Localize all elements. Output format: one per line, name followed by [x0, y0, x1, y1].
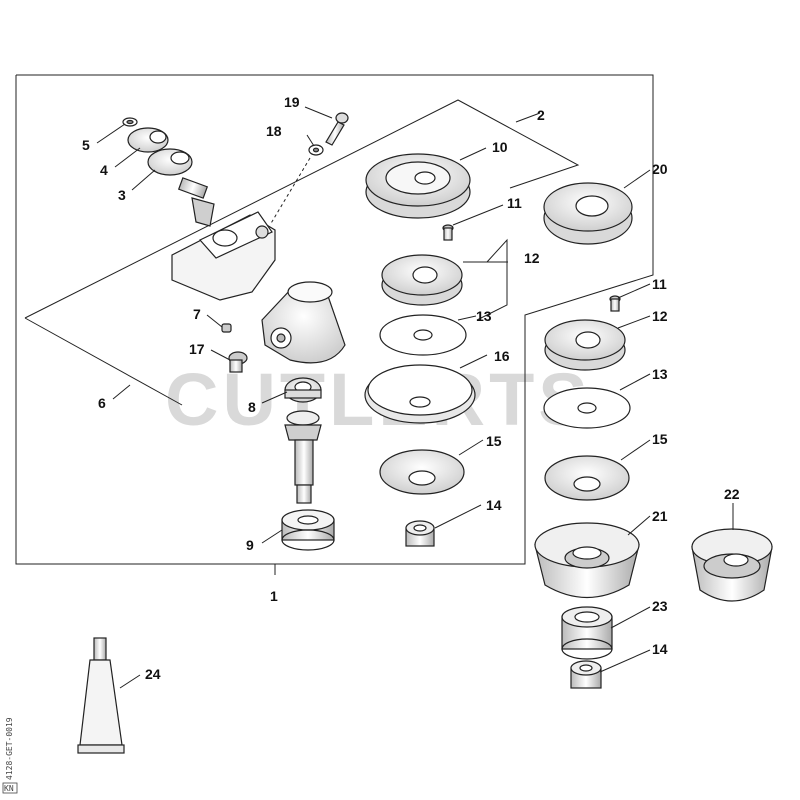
callout-20: 20: [652, 161, 668, 177]
corner-mark: KN: [4, 784, 14, 793]
callout-10: 10: [492, 139, 508, 155]
callout-23: 23: [652, 598, 668, 614]
bevel-gear-shaft: [284, 410, 322, 504]
callout-7: 7: [193, 306, 201, 322]
part-15-cap-upper: [379, 449, 465, 495]
callout-15-right: 15: [652, 431, 668, 447]
part-13-disc-upper: [379, 314, 467, 356]
part-21-bowl: [534, 522, 640, 599]
callout-11-right: 11: [652, 276, 667, 292]
part-13-disc-right: [543, 387, 631, 429]
callout-12-upper: 12: [524, 250, 540, 266]
part-9-bearing: [281, 509, 335, 551]
part-3-bearing: [147, 148, 193, 176]
part-11-screw-right: [609, 295, 621, 312]
part-12-thrust-plate-right: [544, 319, 626, 371]
callout-4: 4: [100, 162, 108, 178]
part-10-thrust-plate: [365, 153, 471, 219]
subassembly-6-frame: [24, 99, 580, 319]
part-4-bearing: [127, 127, 169, 153]
part-15-cap-right: [544, 455, 630, 501]
subassembly-2-bracket: [476, 238, 508, 321]
part-5-washer: [122, 117, 138, 127]
callout-19: 19: [284, 94, 300, 110]
callout-11-upper: 11: [507, 195, 522, 211]
assembly-frame: [15, 74, 654, 565]
callout-22: 22: [724, 486, 740, 502]
leader-lines: [96, 106, 734, 689]
part-14-nut-right: [570, 660, 602, 689]
part-18-washer: [308, 144, 324, 156]
callout-13-upper: 13: [476, 308, 492, 324]
callout-9: 9: [246, 537, 254, 553]
callout-12-right: 12: [652, 308, 668, 324]
callout-16: 16: [494, 348, 510, 364]
part-11-screw-upper: [442, 224, 454, 241]
callout-3: 3: [118, 187, 126, 203]
part-19-screw: [325, 112, 349, 146]
part-24-grease-tube: [77, 637, 125, 754]
callout-21: 21: [652, 508, 668, 524]
callout-17: 17: [189, 341, 205, 357]
part-17-screw-plug: [228, 351, 248, 373]
callout-8: 8: [248, 399, 256, 415]
part-12-thrust-plate-upper: [381, 254, 463, 306]
callout-24: 24: [145, 666, 161, 682]
callout-2: 2: [537, 107, 545, 123]
part-8-bearing: [284, 377, 322, 403]
part-7-plug: [221, 323, 232, 333]
callout-14-upper: 14: [486, 497, 502, 513]
callout-13-right: 13: [652, 366, 668, 382]
part-20-thrust-plate: [543, 182, 633, 245]
callout-6: 6: [98, 395, 106, 411]
part-23-sleeve: [561, 606, 613, 660]
part-22-bowl: [691, 528, 773, 602]
callout-15-upper: 15: [486, 433, 502, 449]
part-6-gear-housing: [171, 211, 346, 364]
callout-14-right: 14: [652, 641, 668, 657]
callout-18: 18: [266, 123, 282, 139]
part-16-ring: [364, 364, 476, 424]
part-14-nut-upper: [405, 520, 435, 547]
corner-mark-box: [2, 782, 18, 794]
pinion-gear: [177, 177, 215, 227]
callout-1: 1: [270, 588, 278, 604]
reference-code: 4128-GET-0019: [5, 717, 14, 780]
callout-5: 5: [82, 137, 90, 153]
